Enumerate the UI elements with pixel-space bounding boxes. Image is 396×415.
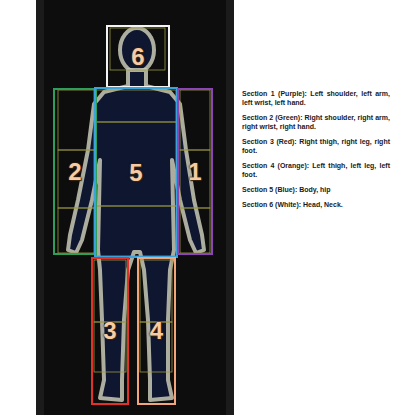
sub-box xyxy=(96,122,176,206)
sub-boxes xyxy=(58,28,210,372)
sub-box xyxy=(180,150,210,208)
legend-panel: Section 1 (Purple): Left shoulder, left … xyxy=(238,86,394,218)
sub-box xyxy=(96,90,176,122)
sub-box xyxy=(140,260,172,322)
sub-box xyxy=(58,90,94,150)
sub-box xyxy=(180,208,210,253)
section-number: 6 xyxy=(131,45,144,69)
legend-note: Section 2 (Green): Right shoulder, right… xyxy=(242,113,390,131)
legend-note: Section 6 (White): Head, Neck. xyxy=(242,200,390,209)
section-box: 1 xyxy=(177,88,213,255)
sub-box xyxy=(180,90,210,150)
photo-inner xyxy=(44,0,226,415)
section-number: 4 xyxy=(150,319,163,343)
body-outline xyxy=(68,70,204,400)
section-box: 6 xyxy=(106,25,170,88)
sub-box xyxy=(96,206,176,256)
section-number: 2 xyxy=(68,160,81,184)
section-box: 5 xyxy=(94,87,178,258)
head-outline xyxy=(120,28,154,72)
section-box: 2 xyxy=(53,88,97,255)
section-box: 4 xyxy=(137,257,176,405)
sub-box xyxy=(94,260,126,322)
sub-box xyxy=(110,28,165,70)
section-number: 1 xyxy=(188,160,201,184)
section-number: 5 xyxy=(129,161,142,185)
legend-note: Section 1 (Purple): Left shoulder, left … xyxy=(242,89,390,107)
section-box: 3 xyxy=(91,257,129,405)
sub-box xyxy=(58,150,94,208)
section-number: 3 xyxy=(103,319,116,343)
legend-note: Section 5 (Blue): Body, hip xyxy=(242,185,390,194)
photo-ground xyxy=(36,0,234,415)
legend-note: Section 3 (Red): Right thigh, right leg,… xyxy=(242,137,390,155)
legend-note: Section 4 (Orange): Left thigh, left leg… xyxy=(242,161,390,179)
sub-box xyxy=(58,208,94,253)
